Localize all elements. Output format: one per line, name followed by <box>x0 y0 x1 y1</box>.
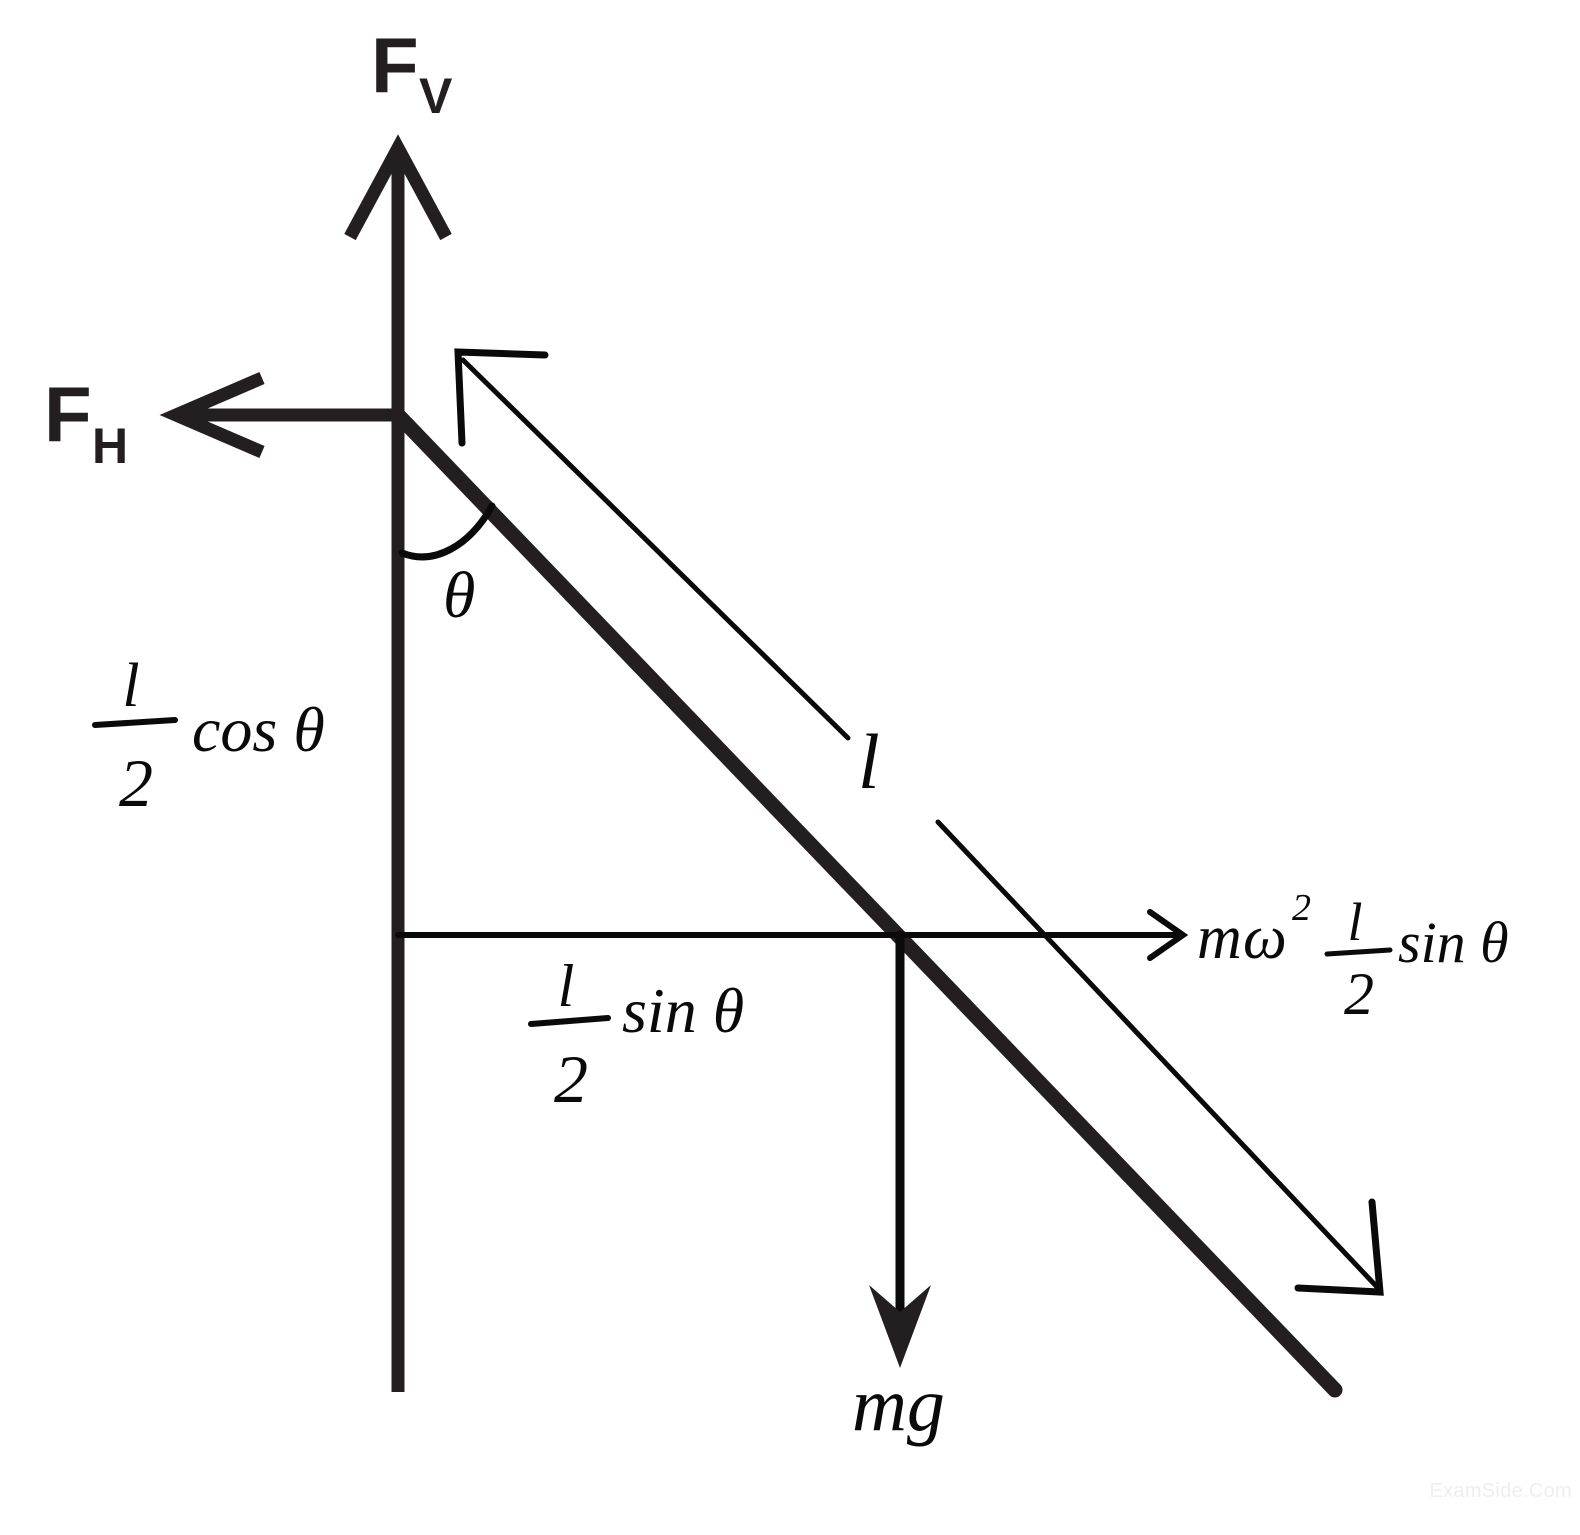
watermark-text: ExamSide.Com <box>1429 1480 1572 1502</box>
centrifugal-exponent: 2 <box>1292 887 1311 929</box>
centrifugal-mass: m <box>1197 904 1242 972</box>
force-vertical-subscript: V <box>419 68 453 124</box>
centrifugal-numerator: l <box>1347 892 1362 952</box>
weight-text: mg <box>852 1363 945 1447</box>
label-angle-theta: θ <box>443 559 475 632</box>
force-horizontal-base: F <box>44 370 92 458</box>
force-horizontal-subscript: H <box>92 418 128 474</box>
horizontal-component-denominator: 2 <box>554 1041 588 1117</box>
label-vertical-component: l 2 cos θ <box>92 652 325 821</box>
label-force-vertical: F V <box>371 21 453 124</box>
vertical-component-numerator: l <box>122 652 139 720</box>
rod <box>390 407 1343 1398</box>
vertical-axis-arrow <box>344 134 452 1392</box>
length-text: l <box>858 718 880 805</box>
angle-theta-text: θ <box>443 559 475 632</box>
horizontal-axis-arrow <box>159 372 404 458</box>
centrifugal-force-arrow <box>395 909 1189 961</box>
angle-arc <box>398 502 496 561</box>
label-centrifugal-force: m ω 2 l 2 sin θ <box>1197 887 1509 1027</box>
label-weight: mg <box>852 1363 945 1447</box>
length-dimension-arrow <box>454 348 1384 1296</box>
centrifugal-denominator: 2 <box>1344 961 1374 1027</box>
vertical-component-denominator: 2 <box>119 745 153 821</box>
centrifugal-omega: ω <box>1243 904 1287 972</box>
label-horizontal-component: l 2 sin θ <box>528 953 744 1117</box>
label-length: l <box>858 718 880 805</box>
vertical-component-trig: cos θ <box>192 694 325 765</box>
centrifugal-trig: sin θ <box>1398 910 1509 975</box>
horizontal-component-trig: sin θ <box>622 975 744 1046</box>
horizontal-component-numerator: l <box>558 953 575 1019</box>
weight-arrow <box>869 930 931 1368</box>
force-vertical-base: F <box>371 21 419 109</box>
label-force-horizontal: F H <box>44 370 128 474</box>
